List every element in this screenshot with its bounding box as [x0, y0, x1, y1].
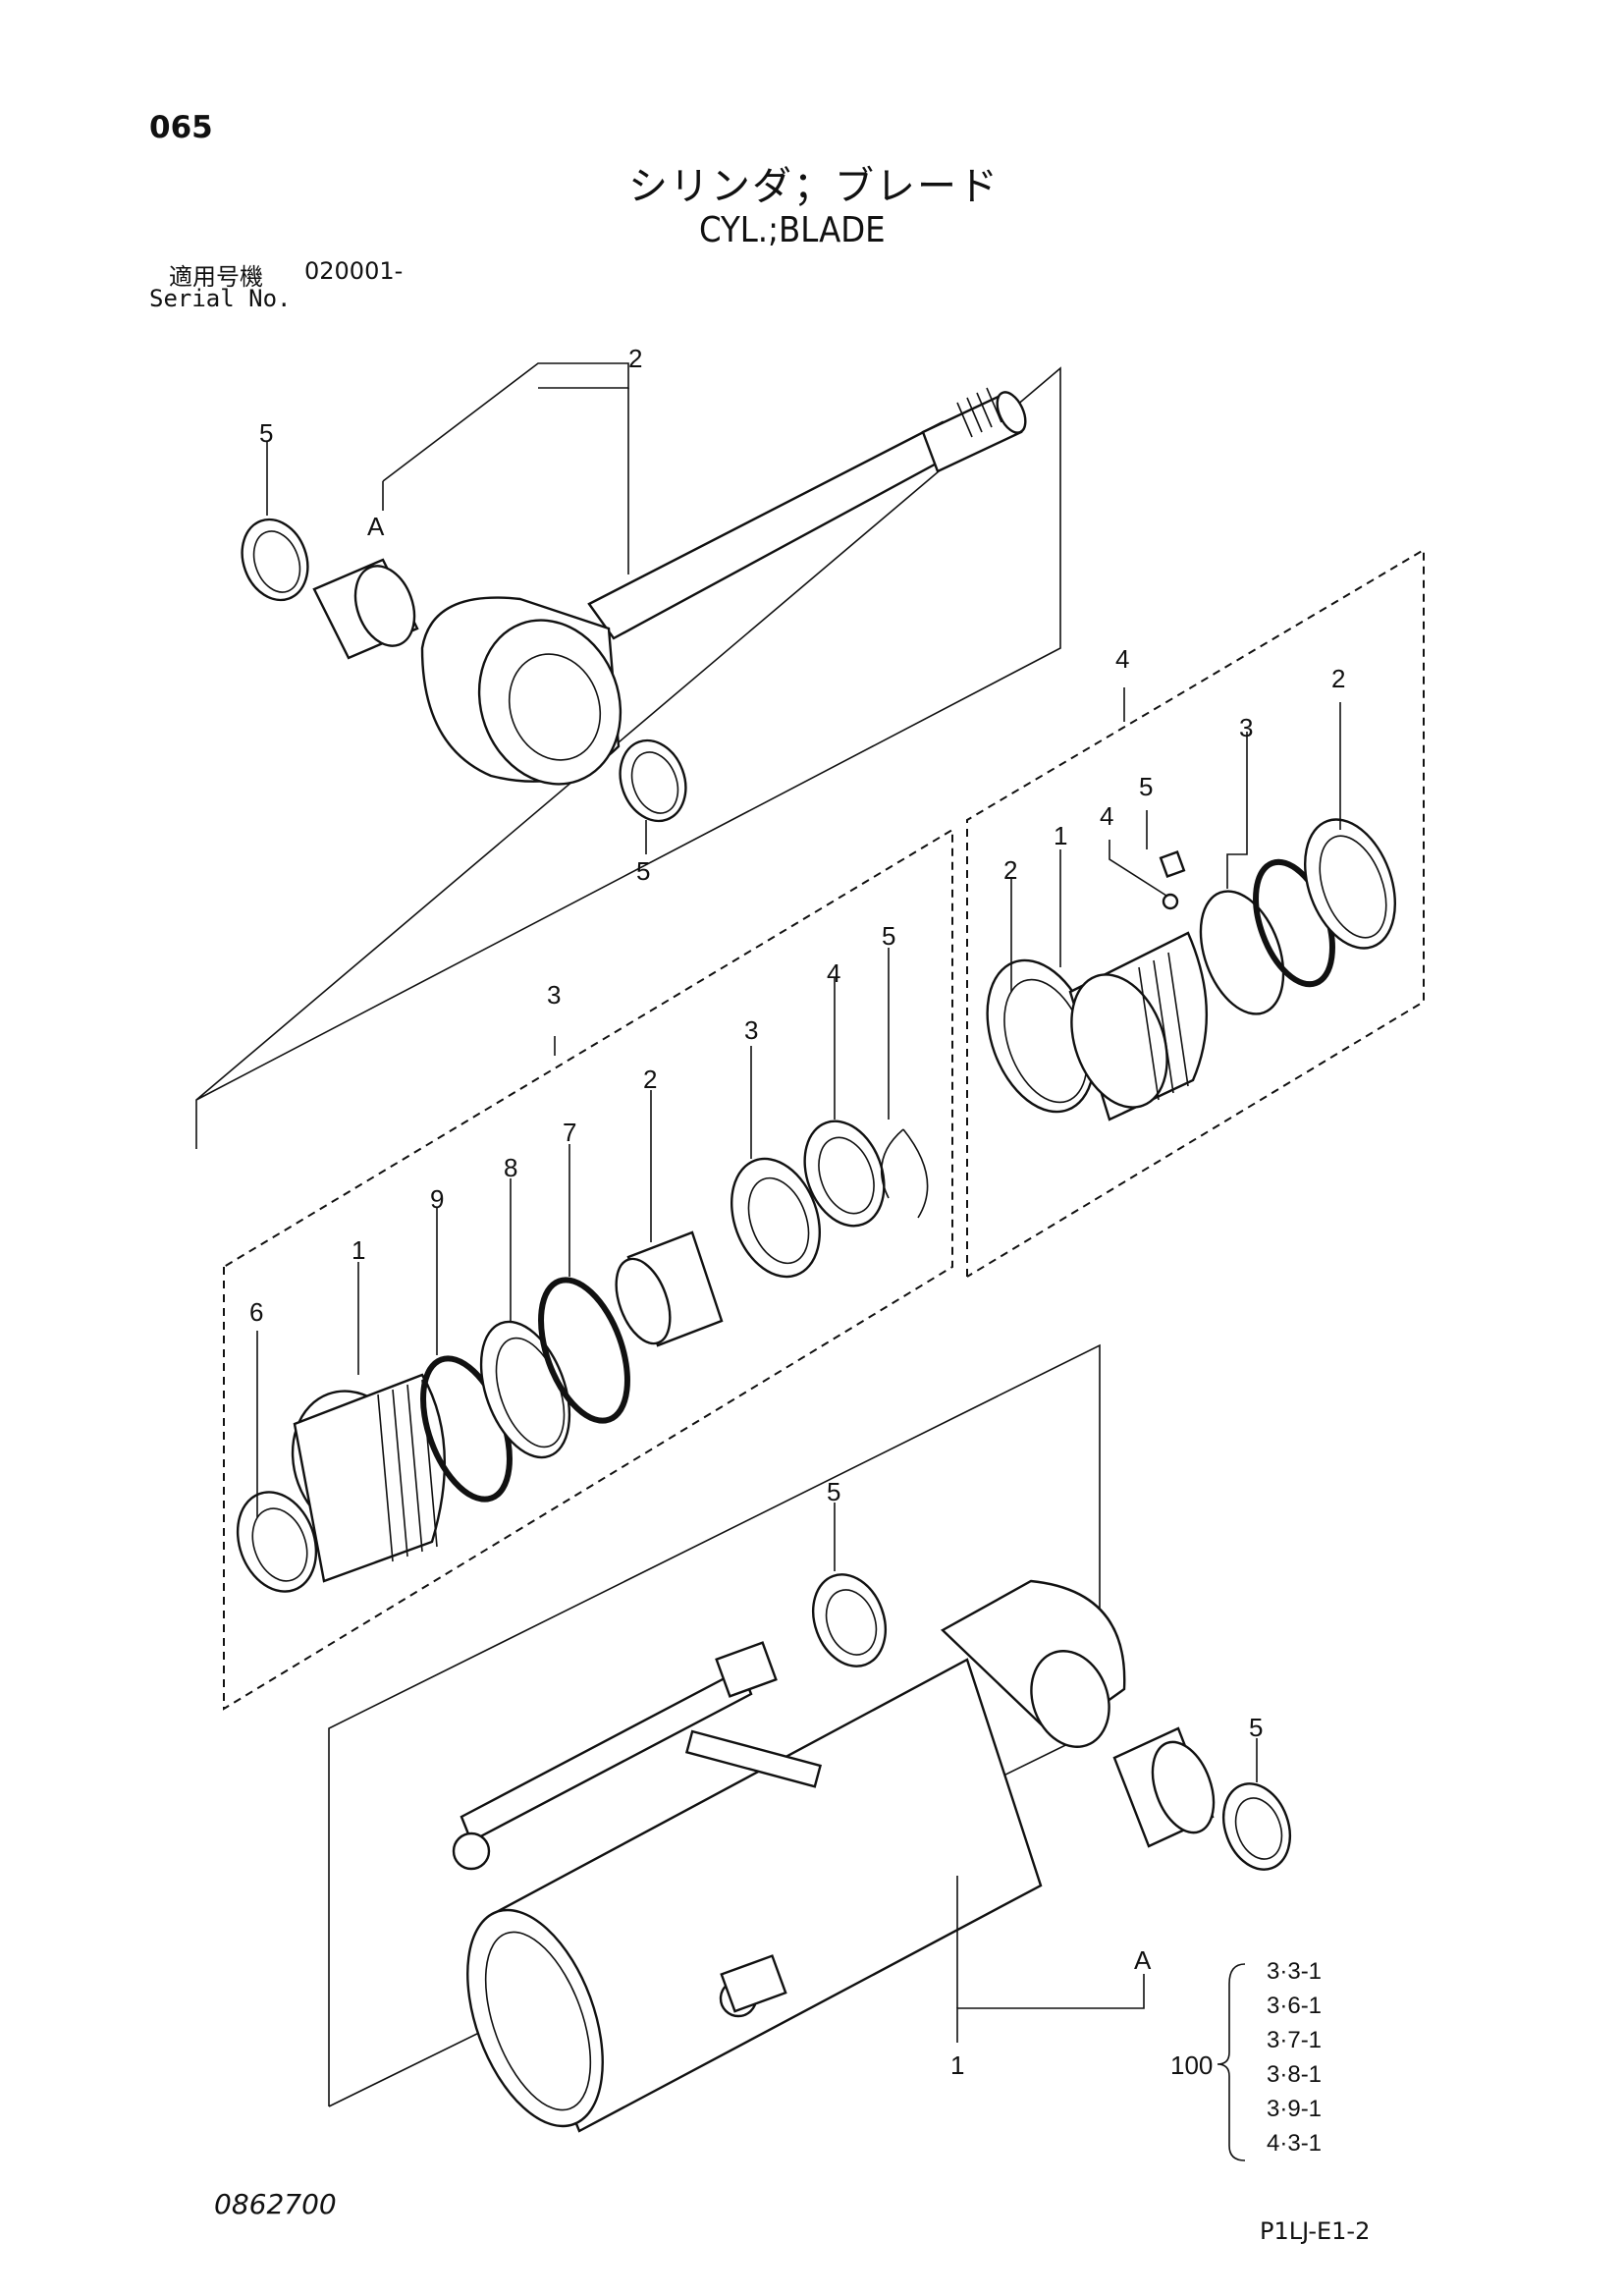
kit-item: 3·7-1: [1267, 2027, 1322, 2053]
title-japanese: シリンダ；ブレード: [628, 164, 1000, 209]
title-english: CYL.;BLADE: [699, 210, 886, 250]
callout-piston-seal: 3: [1239, 713, 1253, 742]
callout-rod-seal-top: 5: [259, 418, 273, 448]
callout-head-gland: 1: [352, 1235, 365, 1265]
callout-head-group: 3: [547, 980, 561, 1010]
callout-tube-bushing-a: A: [1134, 1945, 1152, 1975]
callout-head-seal: 3: [744, 1015, 758, 1045]
kit-number: 100: [1170, 2050, 1213, 2080]
callout-tube-assy: 1: [950, 2050, 964, 2080]
callout-tube-seal-right: 5: [1249, 1713, 1263, 1742]
piston-group: [966, 548, 1425, 1278]
callout-piston-ring-right: 2: [1331, 664, 1345, 693]
callout-piston-setscrew: 5: [1139, 772, 1153, 801]
rod-assembly: [195, 362, 1061, 1149]
serial-label-japanese: 適用号機: [169, 263, 263, 291]
callout-piston-ring-left: 2: [1003, 855, 1017, 885]
callout-rod-seal-bottom: 5: [636, 856, 650, 886]
kit-item: 3·3-1: [1267, 1958, 1322, 1985]
callout-head-wiper: 4: [827, 958, 840, 988]
callout-head-bushing: 2: [643, 1065, 657, 1094]
callout-rod-bushing-a: A: [367, 512, 385, 541]
kit-item: 3·6-1: [1267, 1993, 1322, 2019]
callout-head-7: 7: [563, 1118, 576, 1147]
kit-item: 3·9-1: [1267, 2096, 1322, 2122]
callout-piston-ball: 4: [1100, 801, 1113, 831]
callout-head-snapring: 5: [882, 921, 895, 951]
callout-piston-group: 4: [1115, 644, 1129, 674]
head-group: [223, 828, 953, 1711]
page-code: P1LJ-E1-2: [1260, 2217, 1371, 2245]
document-number: 0862700: [214, 2188, 337, 2220]
cylinder-tube: [328, 1343, 1291, 2133]
serial-value: 020001-: [304, 257, 404, 285]
page-number: 065: [149, 110, 213, 145]
serial-label-english: Serial No.: [149, 285, 292, 312]
callout-tube-seal-top: 5: [827, 1477, 840, 1506]
callout-head-9: 9: [430, 1184, 444, 1214]
callout-head-oring-6: 6: [249, 1297, 263, 1327]
callout-rod-assy: 2: [628, 344, 642, 373]
callout-piston-nut: 1: [1054, 821, 1067, 850]
kit-item: 4·3-1: [1267, 2130, 1322, 2157]
kit-list: 100 3·3-1 3·6-1 3·7-1 3·8-1 3·9-1 4·3-1: [1170, 1958, 1322, 2161]
callout-head-8: 8: [504, 1153, 517, 1182]
kit-item: 3·8-1: [1267, 2061, 1322, 2088]
